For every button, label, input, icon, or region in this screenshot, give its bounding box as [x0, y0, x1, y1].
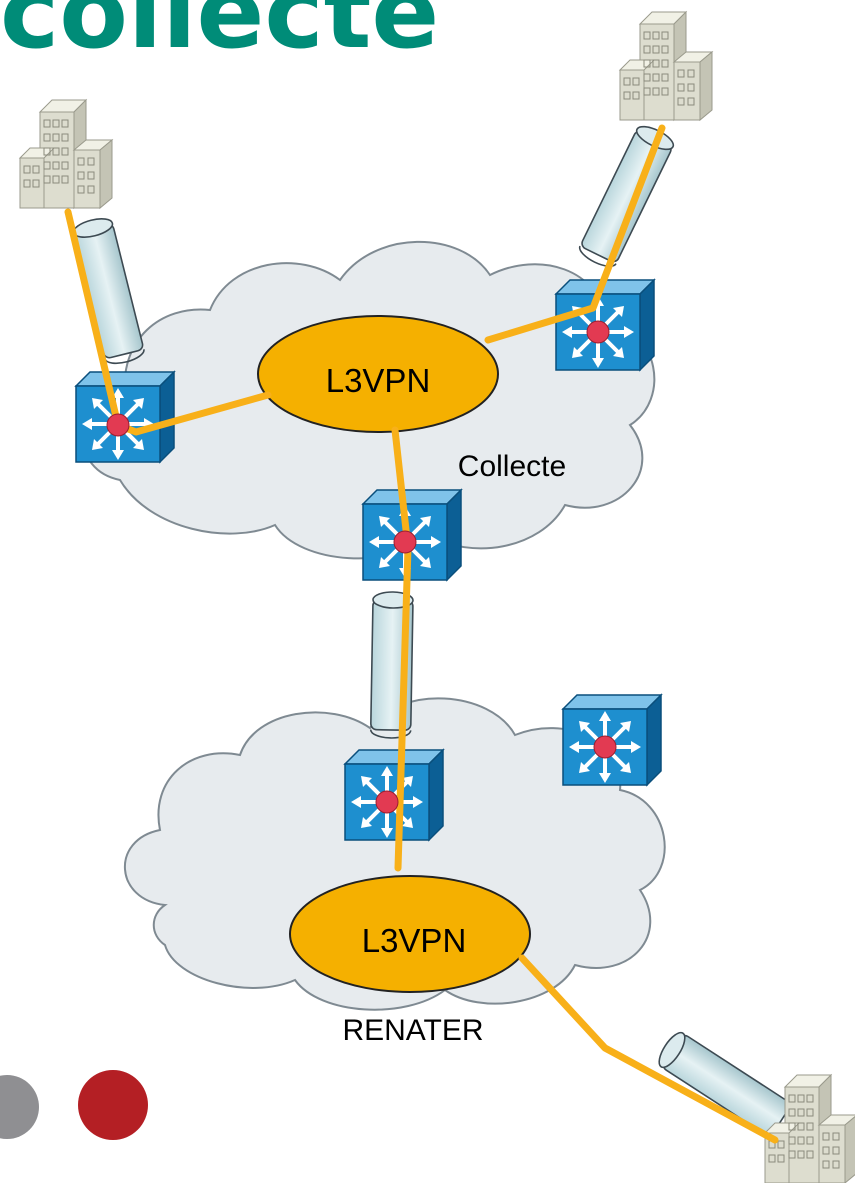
l3vpn-collecte: [257, 315, 499, 433]
cloud-label-renater: RENATER: [342, 1014, 483, 1047]
fiber-tube-icon: [70, 214, 147, 368]
building-icon: [19, 99, 113, 209]
building-icon: [619, 11, 713, 121]
slide-title: collecte: [0, 0, 440, 71]
router-dots: [106, 320, 617, 814]
building-icon: [764, 1074, 855, 1183]
vpn-label-collecte: L3VPN: [326, 362, 431, 399]
l3vpn-renater: [289, 875, 531, 993]
vpn-label-renater: L3VPN: [362, 922, 467, 959]
cloud-label-collecte: Collecte: [458, 450, 566, 483]
bullet-red-circle: [78, 1070, 148, 1140]
fiber-tube-icon: [575, 121, 678, 272]
